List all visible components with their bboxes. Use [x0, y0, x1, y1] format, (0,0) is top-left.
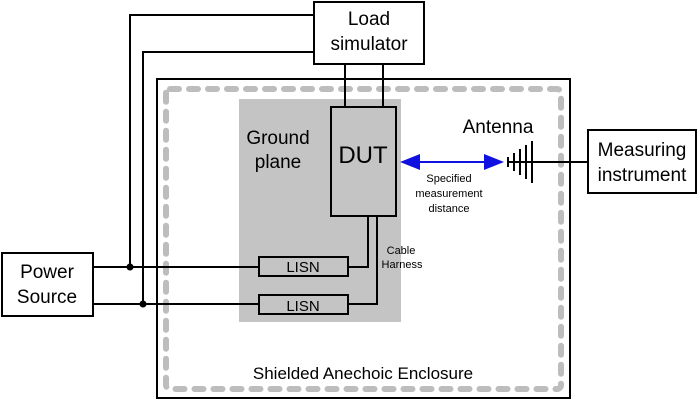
distance-label-1: Specified [426, 173, 471, 185]
cable-harness-label-2: Harness [382, 259, 423, 271]
power-source-label-1: Power [20, 262, 75, 283]
power-source-box [1, 252, 94, 317]
power-to-load-wire-2 [142, 51, 314, 304]
ground-plane-label-2: plane [255, 152, 302, 173]
lisn-bottom-box [258, 294, 349, 315]
enclosure-label: Shielded Anechoic Enclosure [253, 364, 473, 383]
lisn-top-box [258, 256, 349, 277]
antenna-icon [507, 141, 588, 183]
dut-label: DUT [338, 142, 388, 169]
antenna-label: Antenna [463, 117, 534, 138]
enclosure-dashed-border [163, 86, 564, 392]
distance-label-2: measurement [415, 188, 482, 200]
lisn-top-label: LISN [286, 259, 319, 276]
load-simulator-label-2: simulator [330, 34, 408, 55]
measuring-instrument-label-2: instrument [598, 165, 687, 186]
lisn-bottom-label: LISN [286, 298, 319, 315]
dut-box [330, 106, 397, 217]
junction-top [126, 263, 134, 271]
cable-harness-2 [348, 216, 378, 305]
power-to-load-wire-1 [129, 14, 314, 267]
load-simulator-label-1: Load [348, 9, 390, 30]
distance-label-3: distance [429, 203, 470, 215]
load-simulator-box [313, 1, 425, 65]
ground-plane-label-1: Ground [246, 128, 309, 149]
cable-harness-1 [348, 216, 369, 268]
measuring-instrument-box [587, 129, 697, 194]
measuring-instrument-label-1: Measuring [598, 140, 687, 161]
junction-bottom [139, 300, 147, 308]
power-source-label-2: Source [17, 287, 77, 308]
cable-harness-label-1: Cable [387, 245, 416, 257]
